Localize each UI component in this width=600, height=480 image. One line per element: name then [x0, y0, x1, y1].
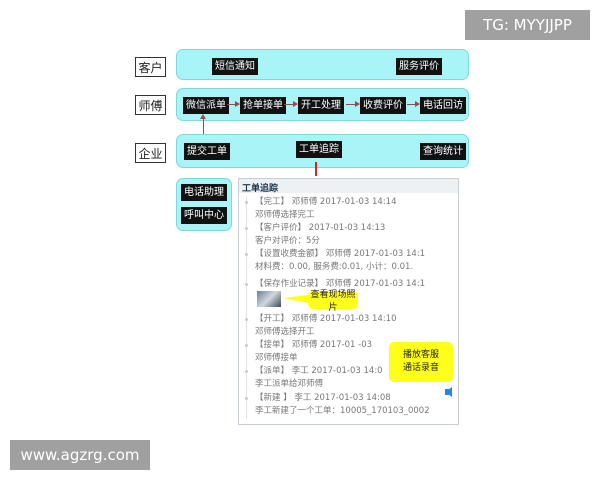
arrow-right-icon: [227, 101, 240, 107]
photo-callout[interactable]: 查看现场照片: [308, 290, 358, 313]
event-detail: 李工新建了一个工单：10005_170103_0002: [255, 406, 430, 416]
chip-phone-assistant[interactable]: 电话助理: [181, 184, 227, 201]
event-header: 【完工】 邓师傅 2017-01-03 14:14: [255, 197, 397, 207]
event-header: 【保存作业记录】 邓师傅 2017-01-03 14:1: [255, 279, 426, 289]
chip-call-center[interactable]: 呼叫中心: [181, 207, 227, 224]
chip-grab-order[interactable]: 抢单接单: [240, 97, 286, 114]
chip-query-stats[interactable]: 查询统计: [420, 143, 466, 160]
arrow-right-icon: [346, 101, 360, 107]
chip-charge-review[interactable]: 收费评价: [360, 97, 406, 114]
panel-title: 工单追踪: [239, 179, 458, 194]
event-detail: 邓师傅接单: [255, 353, 298, 363]
timeline-dot: [245, 344, 248, 347]
timeline-dot: [245, 201, 248, 204]
timeline-dot: [245, 370, 248, 373]
timeline-dot: [245, 227, 248, 230]
connector-line: [315, 162, 317, 176]
timeline-dot: [245, 283, 248, 286]
arrow-up-head: [200, 114, 206, 119]
role-customer: 客户: [135, 57, 166, 77]
role-enterprise: 企业: [135, 143, 166, 163]
chip-start-work[interactable]: 开工处理: [298, 97, 344, 114]
event-header: 【设置收费金额】 邓师傅 2017-01-03 14:1: [255, 249, 426, 259]
chip-service-review[interactable]: 服务评价: [396, 58, 442, 75]
arrow-right-icon: [407, 101, 420, 107]
watermark-top: TG: MYYJJPP: [465, 10, 590, 40]
arrow-right-icon: [284, 101, 298, 107]
timeline-dot: [245, 253, 248, 256]
chip-wechat-dispatch[interactable]: 微信派单: [183, 97, 229, 114]
chip-submit-order[interactable]: 提交工单: [184, 143, 230, 160]
event-header: 【接单】 邓师傅 2017-01 -03: [255, 340, 373, 350]
role-master: 师傅: [135, 95, 166, 115]
speaker-cone: [445, 387, 452, 397]
tracking-panel: 工单追踪 【完工】 邓师傅 2017-01-03 14:14 邓师傅选择完工【客户…: [238, 178, 459, 425]
event-header: 【新建 】 李工 2017-01-03 14:08: [255, 393, 391, 403]
callout-tail: [283, 295, 308, 303]
event-detail: 客户对评价：5分: [255, 236, 320, 246]
audio-callout[interactable]: 播放客服通话录音: [389, 342, 453, 382]
watermark-bottom: www.agzrg.com: [10, 440, 150, 470]
chip-order-tracking[interactable]: 工单追踪: [296, 141, 342, 158]
timeline-dot: [245, 318, 248, 321]
timeline-dot: [245, 397, 248, 400]
event-detail: 材料费：0.00, 服务费:0.01, 小计：0.01.: [255, 262, 414, 272]
event-detail: 邓师傅选择完工: [255, 210, 315, 220]
arrow-up-icon: [203, 117, 204, 136]
event-header: 【派单】 李工 2017-01-03 14:0: [255, 366, 383, 376]
chip-callback[interactable]: 电话回访: [420, 97, 466, 114]
event-header: 【开工】 邓师傅 2017-01-03 14:10: [255, 314, 397, 324]
chip-sms[interactable]: 短信通知: [212, 58, 258, 75]
event-header: 【客户评价】 2017-01-03 14:13: [255, 223, 386, 233]
event-detail: 邓师傅选择开工: [255, 327, 315, 337]
event-detail: 李工派单给邓师傅: [255, 379, 324, 389]
photo-thumbnail[interactable]: [257, 291, 281, 307]
